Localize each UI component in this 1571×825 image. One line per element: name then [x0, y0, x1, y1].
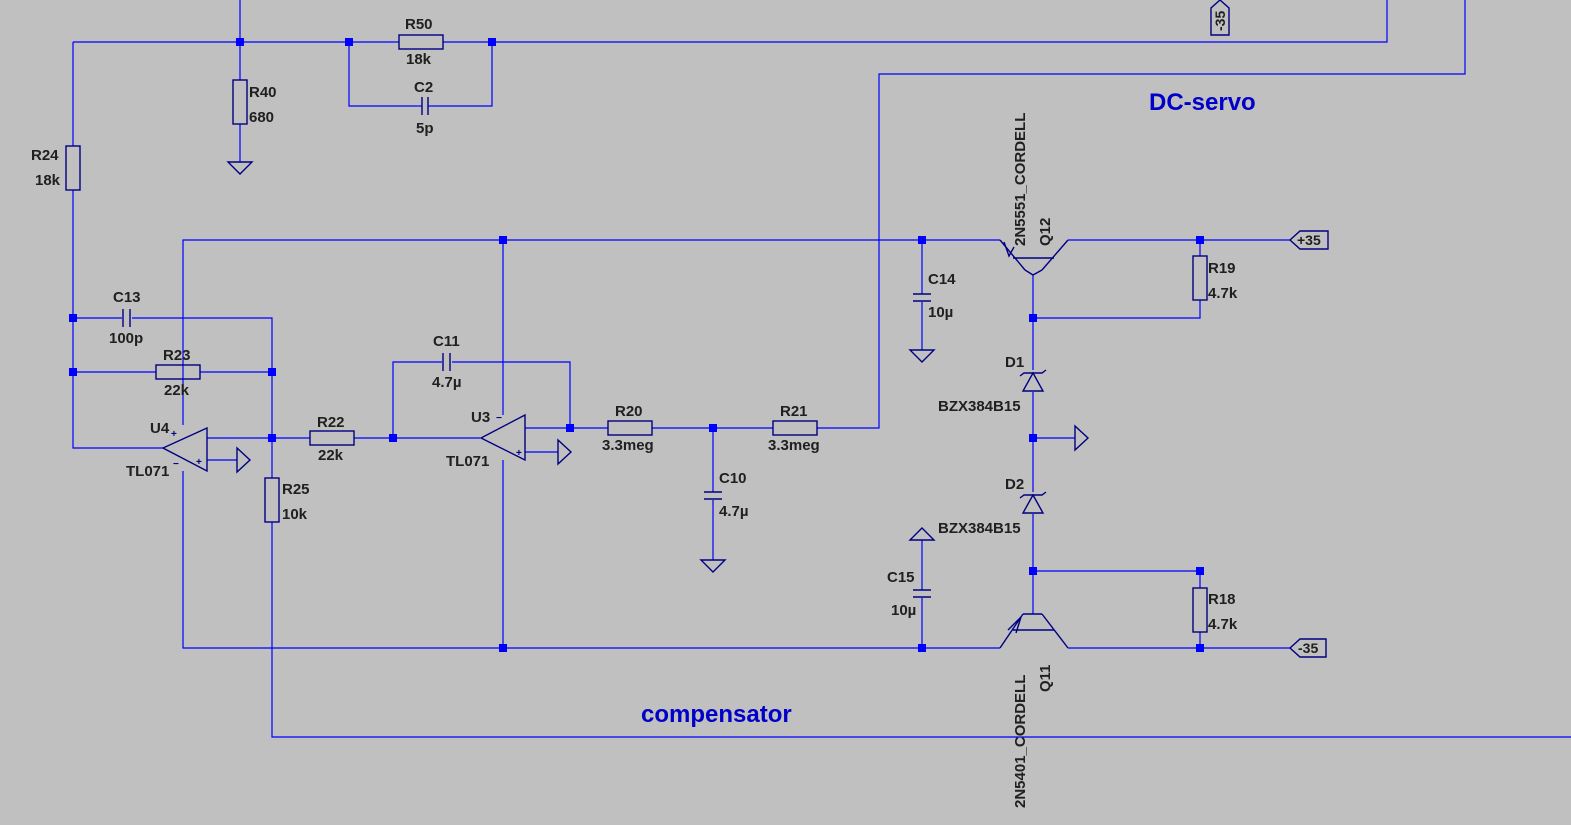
r24-ref-label: R24 — [31, 147, 59, 164]
compensator-annotation: compensator — [641, 701, 792, 728]
resistor-r19-body[interactable] — [1192, 255, 1208, 301]
r23-ref-label: R23 — [163, 347, 191, 364]
u3-ref-label: U3 — [471, 409, 490, 426]
q12-value-label: 2N5551_CORDELL — [1012, 113, 1029, 246]
opamp-u3-minus-pin: − — [496, 413, 502, 424]
c11-ref-label: C11 — [433, 333, 460, 350]
r50-value-label: 18k — [406, 51, 432, 68]
wires — [72, 0, 1571, 738]
r23-value-label: 22k — [164, 382, 190, 399]
c13-ref-label: C13 — [113, 289, 141, 306]
transistor-q11-symbol[interactable] — [999, 613, 1069, 649]
q11-value-label: 2N5401_CORDELL — [1012, 675, 1029, 808]
r18-value-label: 4.7k — [1208, 616, 1238, 633]
ground-icon — [699, 559, 727, 573]
opamp-u4-symbol[interactable]: + − + — [161, 426, 208, 473]
capacitor-c2-symbol[interactable] — [416, 97, 432, 115]
resistor-r40-body[interactable] — [232, 79, 248, 125]
resistor-r20-body[interactable] — [607, 420, 653, 436]
resistor-r18-body[interactable] — [1192, 587, 1208, 633]
c2-ref-label: C2 — [414, 79, 433, 96]
ground-icon — [525, 438, 573, 466]
r19-value-label: 4.7k — [1208, 285, 1238, 302]
resistor-r25-body[interactable] — [264, 477, 280, 523]
r20-ref-label: R20 — [615, 403, 643, 420]
resistor-r22-body[interactable] — [309, 430, 355, 446]
zener-d1-symbol[interactable] — [1019, 369, 1047, 392]
d1-ref-label: D1 — [1005, 354, 1024, 371]
r18-ref-label: R18 — [1208, 591, 1236, 608]
net-flag-neg-supply-text: -35 — [1298, 640, 1318, 656]
ground-icon — [226, 161, 254, 175]
opamp-u3-symbol[interactable]: − + — [479, 413, 526, 462]
c10-value-label: 4.7µ — [719, 503, 749, 520]
resistor-r24-body[interactable] — [65, 145, 81, 191]
r50-ref-label: R50 — [405, 16, 433, 33]
net-flag-neg-supply-top[interactable]: -35 — [1210, 0, 1230, 36]
u4-value-label: TL071 — [126, 463, 169, 480]
r21-value-label: 3.3meg — [768, 437, 820, 454]
c14-value-label: 10µ — [928, 304, 953, 321]
zener-d2-symbol[interactable] — [1019, 491, 1047, 514]
ground-icon — [207, 446, 252, 474]
d2-value-label: BZX384B15 — [938, 520, 1021, 537]
c15-value-label: 10µ — [891, 602, 916, 619]
r20-value-label: 3.3meg — [602, 437, 654, 454]
resistor-r50-body[interactable] — [398, 34, 444, 50]
r21-ref-label: R21 — [780, 403, 808, 420]
capacitor-c11-symbol[interactable] — [442, 353, 451, 371]
opamp-u3-plus-pin: + — [516, 448, 522, 459]
net-flag-neg-supply-top-text: -35 — [1212, 11, 1228, 31]
c10-ref-label: C10 — [719, 470, 747, 487]
net-flag-pos-supply[interactable]: +35 — [1288, 230, 1329, 250]
transistor-q12-symbol[interactable] — [999, 239, 1069, 276]
q11-ref-label: Q11 — [1037, 664, 1054, 692]
r40-ref-label: R40 — [249, 84, 277, 101]
d2-ref-label: D2 — [1005, 476, 1024, 493]
net-flag-neg-supply[interactable]: -35 — [1288, 638, 1327, 658]
ground-icon — [908, 349, 936, 363]
net-flag-pos-supply-text: +35 — [1297, 232, 1321, 248]
r25-ref-label: R25 — [282, 481, 310, 498]
opamp-u4-plus-pin: + — [171, 429, 177, 440]
u3-value-label: TL071 — [446, 453, 489, 470]
r40-value-label: 680 — [249, 109, 274, 126]
opamp-u4-minus-pin: − — [173, 459, 179, 470]
r19-ref-label: R19 — [1208, 260, 1236, 277]
resistor-r21-body[interactable] — [772, 420, 818, 436]
dc-servo-annotation: DC-servo — [1149, 89, 1256, 116]
c2-value-label: 5p — [416, 120, 434, 137]
capacitor-c15-symbol[interactable] — [913, 589, 931, 598]
junctions — [69, 38, 1204, 652]
c15-ref-label: C15 — [887, 569, 915, 586]
c13-value-label: 100p — [109, 330, 143, 347]
capacitor-c10-symbol[interactable] — [704, 491, 722, 500]
r24-value-label: 18k — [35, 172, 61, 189]
r22-ref-label: R22 — [317, 414, 345, 431]
u4-ref-label: U4 — [150, 420, 170, 437]
ground-icon — [1074, 424, 1090, 452]
c14-ref-label: C14 — [928, 271, 956, 288]
capacitor-c14-symbol[interactable] — [913, 293, 931, 302]
capacitor-c13-symbol[interactable] — [122, 309, 131, 327]
r22-value-label: 22k — [318, 447, 344, 464]
resistor-r23-body[interactable] — [155, 364, 201, 380]
q12-ref-label: Q12 — [1037, 218, 1054, 246]
r25-value-label: 10k — [282, 506, 308, 523]
d1-value-label: BZX384B15 — [938, 398, 1021, 415]
opamp-u4-supply-pin: + — [196, 457, 202, 468]
ground-icon — [908, 527, 936, 541]
c11-value-label: 4.7µ — [432, 374, 462, 391]
